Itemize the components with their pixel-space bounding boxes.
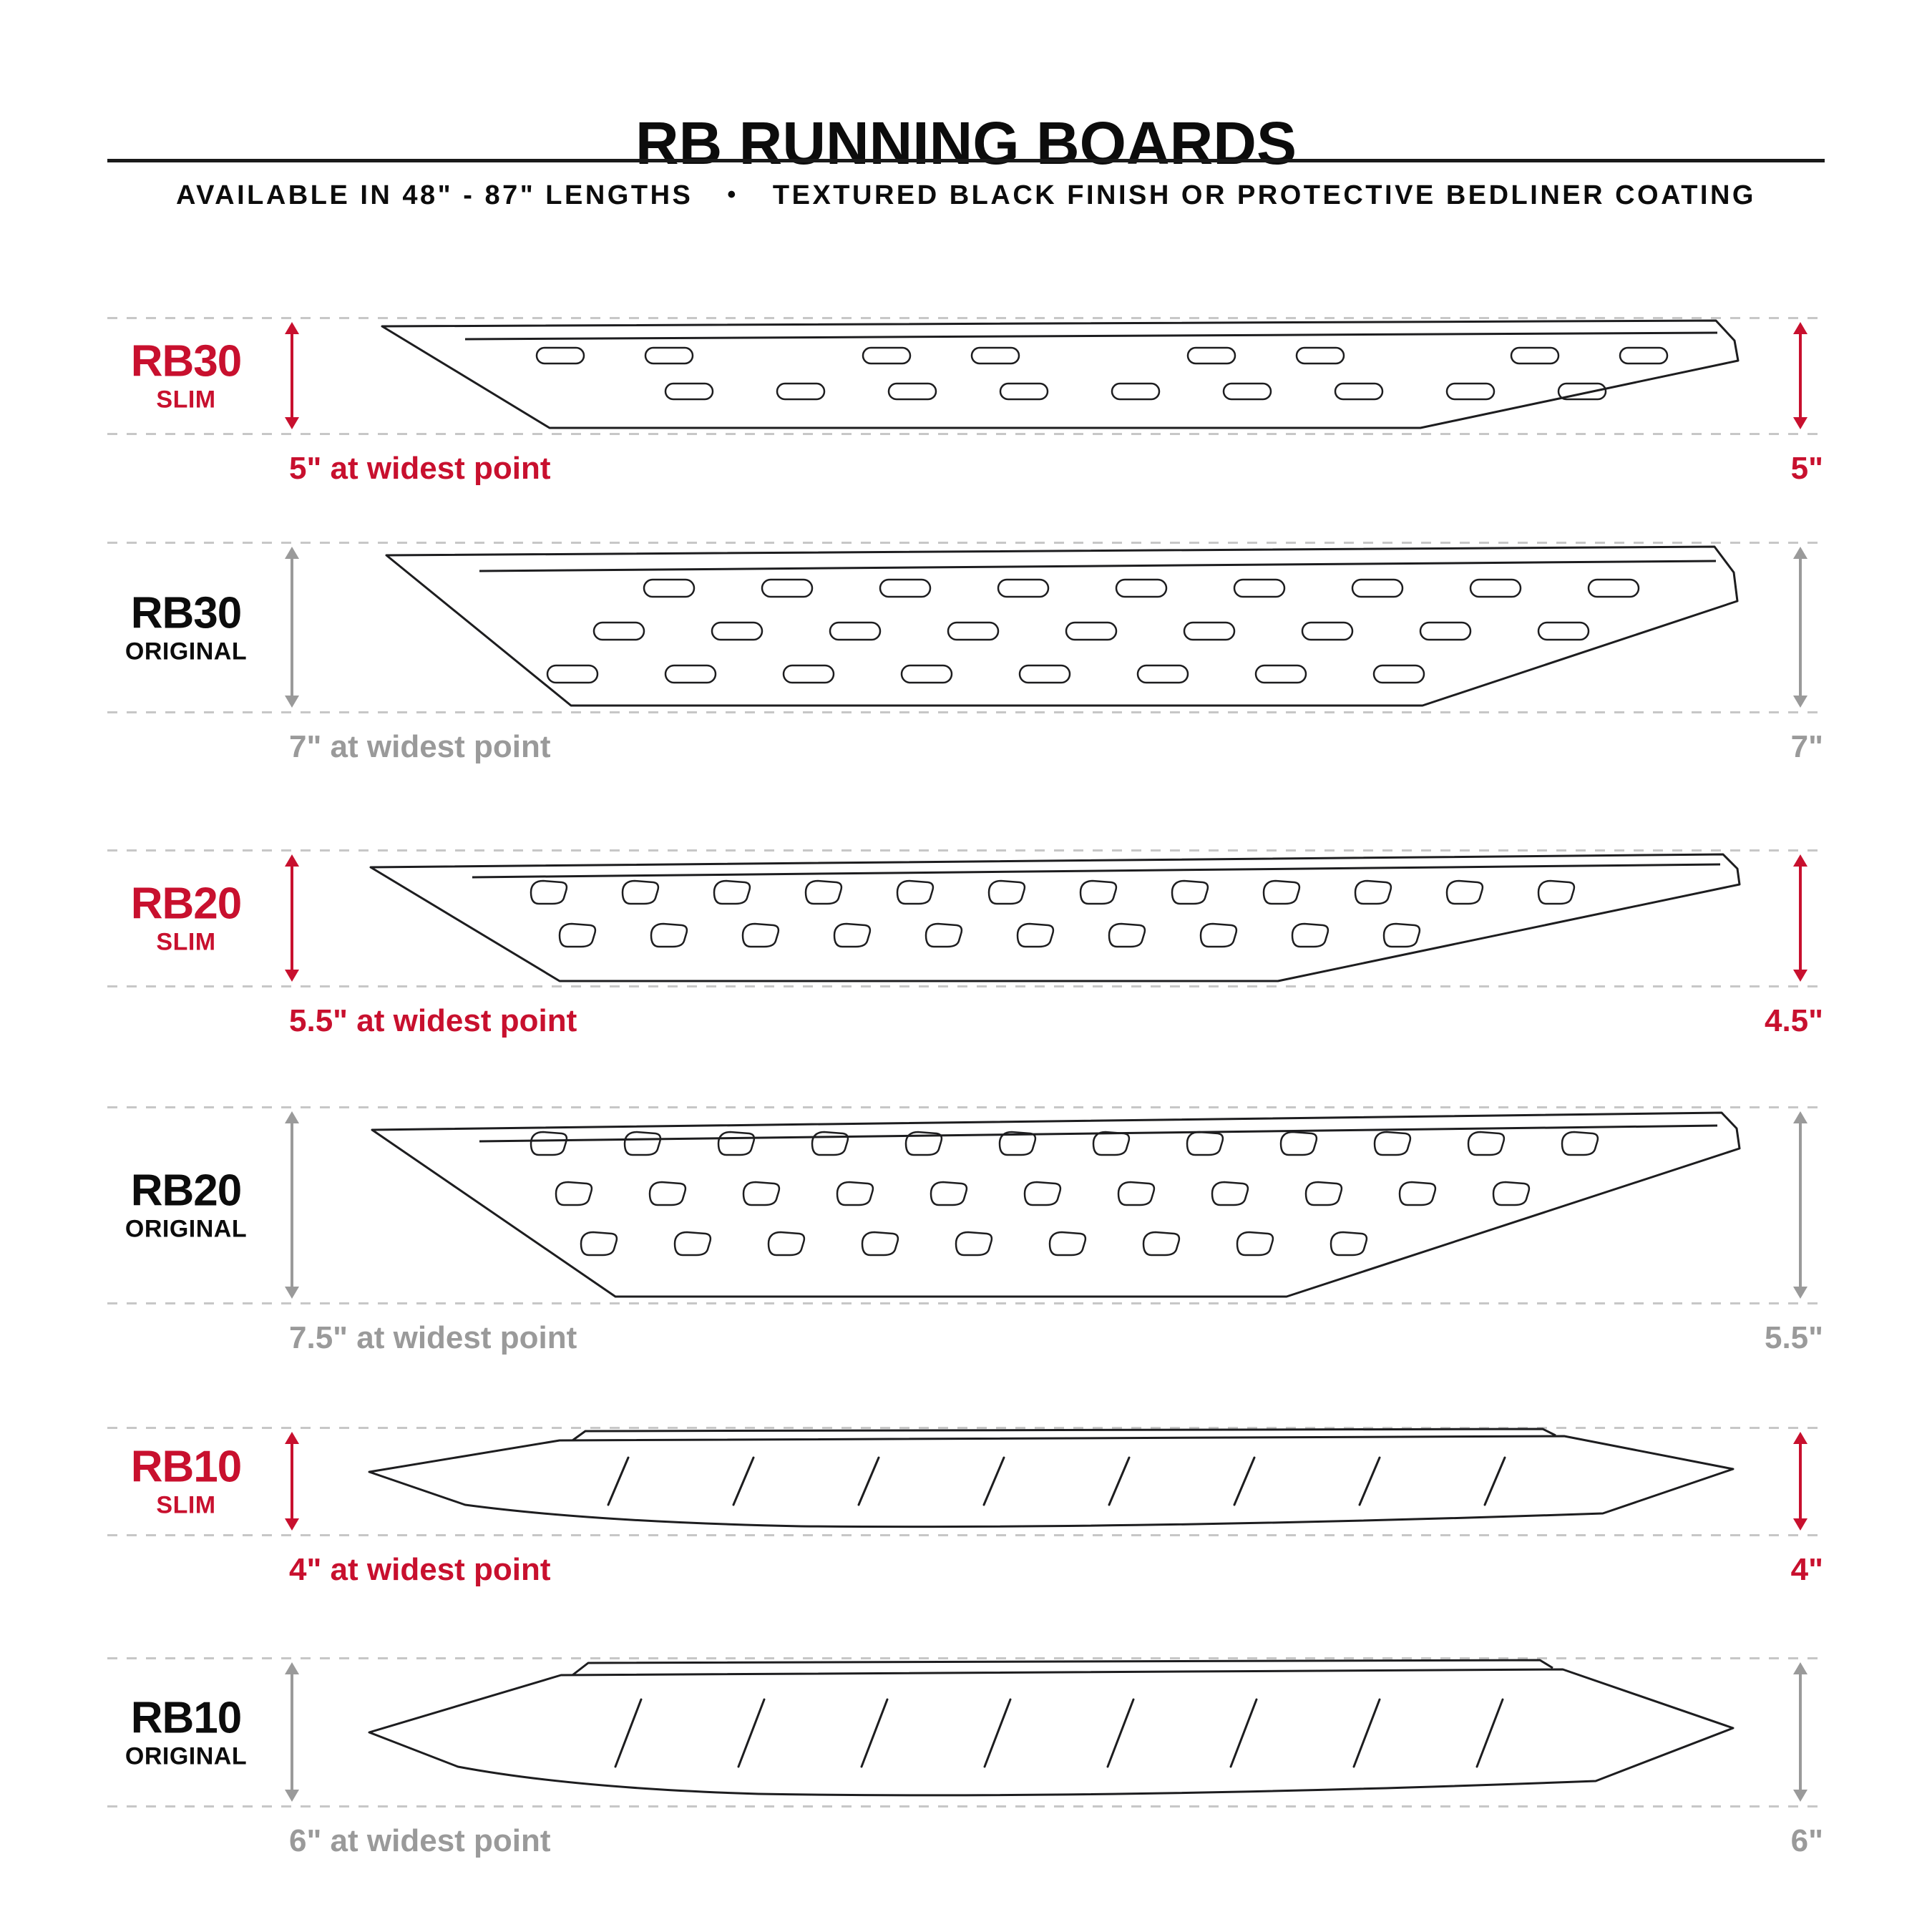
model-name: RB30 xyxy=(130,588,243,638)
guide-line-top xyxy=(107,1657,1825,1659)
guide-line-bottom xyxy=(107,1302,1825,1304)
bullet-separator: • xyxy=(727,181,738,208)
dimension-arrow-right xyxy=(1799,551,1802,703)
subtitle: AVAILABLE IN 48" - 87" LENGTHS • TEXTURE… xyxy=(0,180,1932,211)
board-label: RB30 ORIGINAL xyxy=(100,590,272,665)
widest-point-label: 7.5" at widest point xyxy=(289,1320,577,1355)
variant-name: ORIGINAL xyxy=(125,638,248,665)
subtitle-lengths: AVAILABLE IN 48" - 87" LENGTHS xyxy=(175,180,693,210)
guide-line-bottom xyxy=(107,1805,1825,1807)
guide-line-top xyxy=(107,542,1825,544)
board-label: RB20 SLIM xyxy=(100,881,272,956)
guide-line-bottom xyxy=(107,985,1825,987)
rb10-slim-board-drawing xyxy=(368,1428,1735,1528)
guide-line-bottom xyxy=(107,711,1825,713)
height-label: 4.5" xyxy=(1764,1003,1823,1038)
board-label: RB10 ORIGINAL xyxy=(100,1694,272,1770)
guide-line-bottom xyxy=(107,433,1825,435)
model-name: RB20 xyxy=(130,879,243,929)
widest-point-label: 6" at widest point xyxy=(289,1823,551,1858)
dimension-arrow-left xyxy=(291,1667,293,1797)
dimension-arrow-right xyxy=(1799,1436,1802,1526)
board-label: RB20 ORIGINAL xyxy=(100,1168,272,1243)
height-label: 5" xyxy=(1790,451,1823,486)
variant-name: SLIM xyxy=(156,928,216,956)
board-row-rb30-original: RB30 ORIGINAL xyxy=(0,542,1932,764)
subtitle-finish: TEXTURED BLACK FINISH OR PROTECTIVE BEDL… xyxy=(772,180,1756,210)
model-name: RB10 xyxy=(130,1693,243,1743)
variant-name: ORIGINAL xyxy=(125,1742,248,1770)
guide-line-top xyxy=(107,1427,1825,1429)
model-name: RB20 xyxy=(130,1166,243,1216)
rb20-original-board-drawing xyxy=(371,1111,1741,1298)
page-title: RB RUNNING BOARDS xyxy=(635,109,1297,177)
dimension-arrow-left xyxy=(291,326,293,425)
rb20-slim-board-drawing xyxy=(369,853,1741,982)
dimension-arrow-right xyxy=(1799,1667,1802,1797)
dimension-arrow-left xyxy=(291,859,293,977)
board-row-rb30-slim: RB30 SLIM 5" at widest point 5" xyxy=(0,317,1932,486)
height-label: 6" xyxy=(1790,1823,1823,1858)
guide-line-top xyxy=(107,317,1825,319)
guide-line-bottom xyxy=(107,1534,1825,1536)
model-name: RB30 xyxy=(130,336,243,386)
dimension-arrow-left xyxy=(291,1116,293,1294)
board-row-rb10-original: RB10 ORIGINAL 6" at widest point 6" xyxy=(0,1657,1932,1858)
dimension-arrow-right xyxy=(1799,1116,1802,1294)
board-label: RB10 SLIM xyxy=(100,1444,272,1519)
widest-point-label: 5.5" at widest point xyxy=(289,1003,577,1038)
dimension-arrow-left xyxy=(291,1436,293,1526)
rb30-slim-board-drawing xyxy=(381,319,1740,429)
dimension-arrow-left xyxy=(291,551,293,703)
height-label: 5.5" xyxy=(1764,1320,1823,1355)
guide-line-top xyxy=(107,849,1825,852)
height-label: 7" xyxy=(1790,729,1823,764)
variant-name: SLIM xyxy=(156,1491,216,1519)
title-divider xyxy=(107,159,1825,162)
widest-point-label: 4" at widest point xyxy=(289,1552,551,1587)
widest-point-label: 7" at widest point xyxy=(289,729,551,764)
board-row-rb20-original: RB20 ORIGINAL xyxy=(0,1106,1932,1355)
height-label: 4" xyxy=(1790,1552,1823,1587)
dimension-arrow-right xyxy=(1799,326,1802,425)
variant-name: ORIGINAL xyxy=(125,1215,248,1243)
rb30-original-board-drawing xyxy=(385,545,1739,707)
model-name: RB10 xyxy=(130,1442,243,1492)
board-row-rb10-slim: RB10 SLIM 4" at widest point 4" xyxy=(0,1427,1932,1587)
variant-name: SLIM xyxy=(156,386,216,414)
rb10-original-board-drawing xyxy=(368,1659,1735,1797)
guide-line-top xyxy=(107,1106,1825,1108)
board-label: RB30 SLIM xyxy=(100,338,272,414)
widest-point-label: 5" at widest point xyxy=(289,451,551,486)
dimension-arrow-right xyxy=(1799,859,1802,977)
board-row-rb20-slim: RB20 SLIM 5.5" at widest xyxy=(0,849,1932,1038)
